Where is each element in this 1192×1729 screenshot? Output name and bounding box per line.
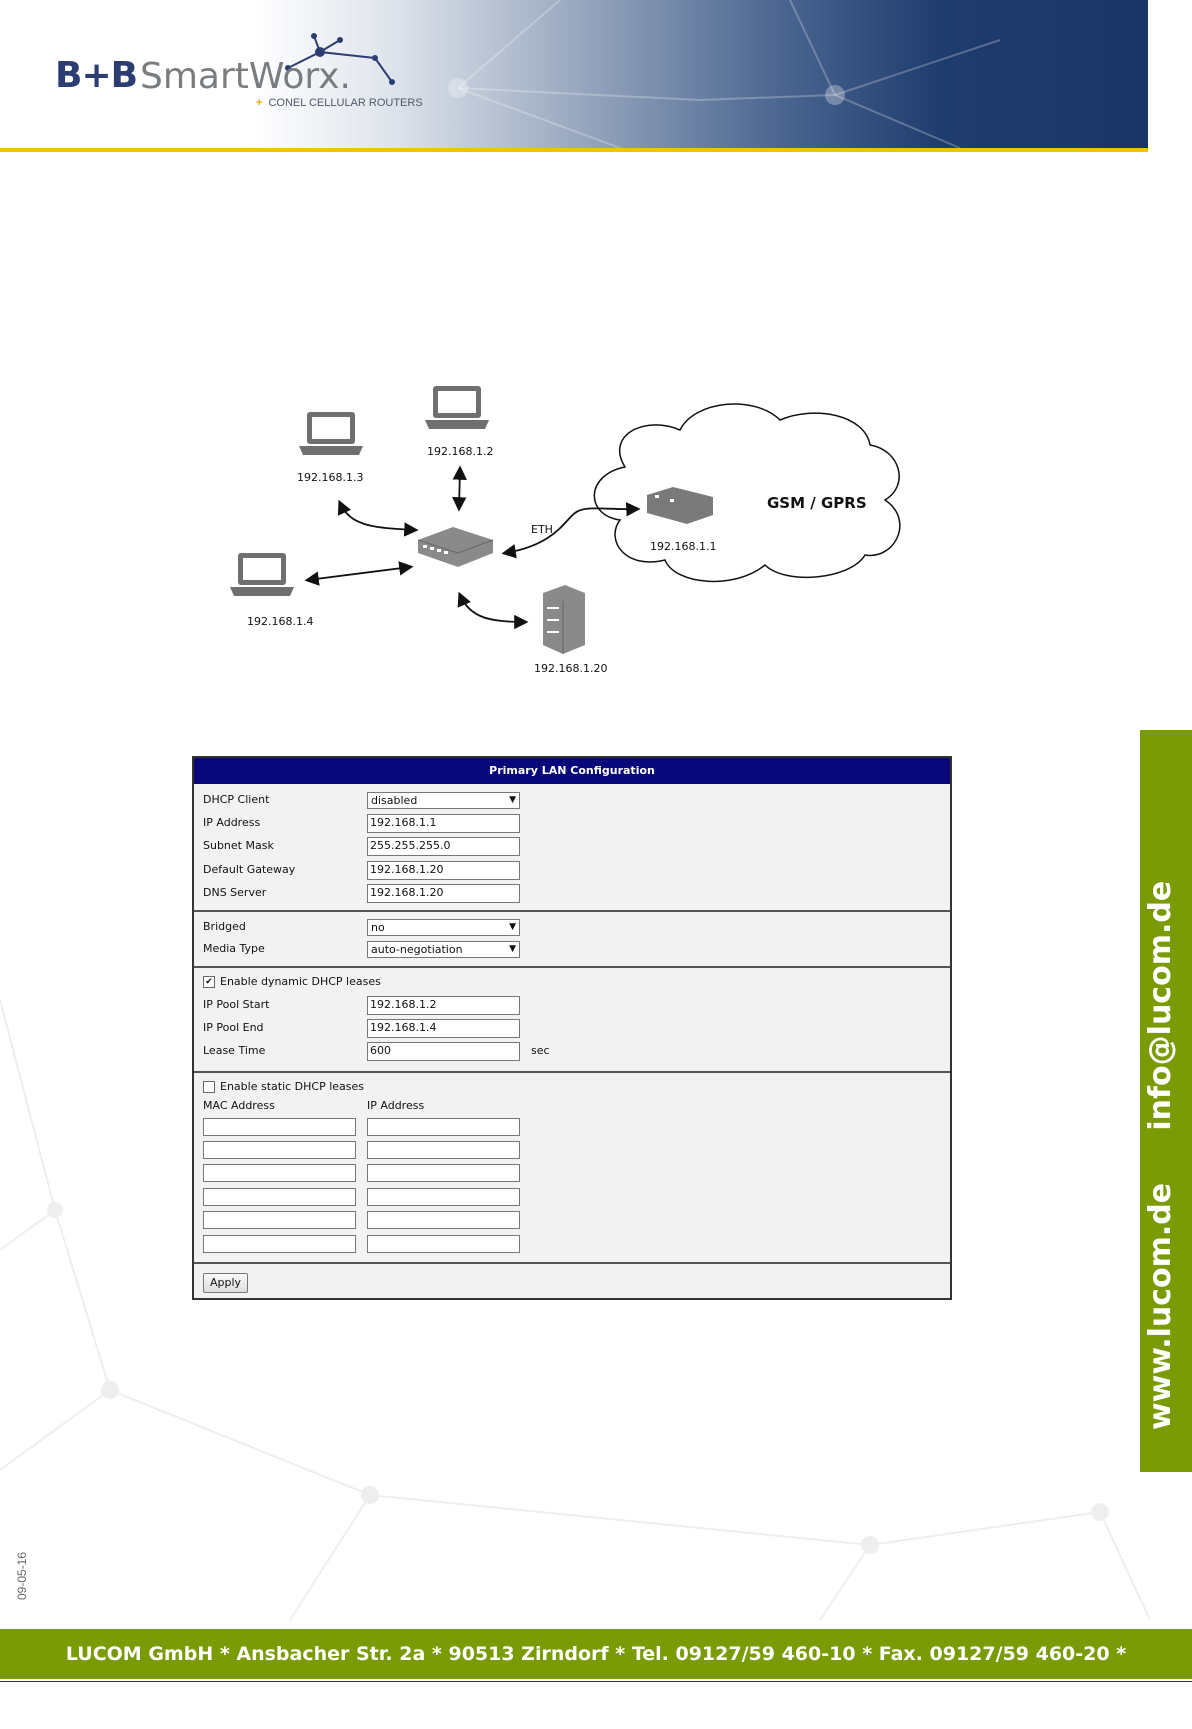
laptop-icon-2 xyxy=(425,386,489,429)
static-mac-input-2[interactable] xyxy=(203,1141,356,1159)
document-date: 09-05-16 xyxy=(15,1551,29,1600)
logo-network-icon xyxy=(285,33,395,85)
row-subnet-mask: Subnet Mask 255.255.255.0 xyxy=(203,836,943,856)
lease-time-label: Lease Time xyxy=(203,1044,266,1057)
ip-pool-end-input[interactable]: 192.168.1.4 xyxy=(367,1019,520,1038)
static-mac-input-4[interactable] xyxy=(203,1188,356,1206)
dns-server-label: DNS Server xyxy=(203,886,267,899)
media-type-value: auto-negotiation xyxy=(371,943,463,956)
ip-pool-start-input[interactable]: 192.168.1.2 xyxy=(367,996,520,1015)
network-diagram: 192.168.1.3 192.168.1.2 192.168.1.4 192.… xyxy=(225,375,905,685)
section-static-dhcp: Enable static DHCP leases MAC Address IP… xyxy=(194,1071,950,1262)
static-mac-input-3[interactable] xyxy=(203,1164,356,1182)
row-default-gateway: Default Gateway 192.168.1.20 xyxy=(203,860,943,880)
dhcp-client-select[interactable]: disabled ▼ xyxy=(367,792,520,809)
static-ip-input-1[interactable] xyxy=(367,1118,520,1136)
bridged-label: Bridged xyxy=(203,920,246,933)
server-icon xyxy=(543,585,585,654)
static-leases-header: MAC Address IP Address xyxy=(203,1096,943,1116)
header-banner: B+B SmartWorx. + CONEL CELLULAR ROUTERS xyxy=(0,0,1148,148)
row-ip-pool-start: IP Pool Start 192.168.1.2 xyxy=(203,995,943,1015)
gsm-cloud-shape xyxy=(593,403,901,583)
dns-server-input[interactable]: 192.168.1.20 xyxy=(367,884,520,903)
gsm-gprs-label: GSM / GPRS xyxy=(767,494,867,512)
host-label-1: 192.168.1.3 xyxy=(297,471,364,484)
default-gateway-input[interactable]: 192.168.1.20 xyxy=(367,861,520,880)
ip-address-input[interactable]: 192.168.1.1 xyxy=(367,814,520,833)
laptop-icon-1 xyxy=(299,412,363,455)
chevron-down-icon: ▼ xyxy=(509,795,516,805)
contact-sidebar xyxy=(1140,730,1192,1472)
default-gateway-label: Default Gateway xyxy=(203,863,296,876)
row-dns-server: DNS Server 192.168.1.20 xyxy=(203,883,943,903)
dynamic-dhcp-checkbox[interactable]: ✔ xyxy=(203,976,215,988)
row-dynamic-dhcp: ✔ Enable dynamic DHCP leases xyxy=(203,972,943,992)
header-network-graphic xyxy=(448,0,1001,148)
row-ip-address: IP Address 192.168.1.1 xyxy=(203,813,943,833)
static-mac-input-5[interactable] xyxy=(203,1211,356,1229)
laptop-icon-3 xyxy=(230,553,294,596)
logo-bb-text: B+B xyxy=(55,55,138,96)
logo-smartworx-text: SmartWorx. xyxy=(140,56,351,97)
host-label-4: 192.168.1.20 xyxy=(534,662,608,675)
host-label-2: 192.168.1.2 xyxy=(427,445,494,458)
static-dhcp-checkbox[interactable] xyxy=(203,1081,215,1093)
dhcp-client-value: disabled xyxy=(371,794,418,807)
lease-time-input[interactable]: 600 xyxy=(367,1042,520,1061)
static-ip-input-2[interactable] xyxy=(367,1141,520,1159)
subnet-mask-input[interactable]: 255.255.255.0 xyxy=(367,837,520,856)
static-ip-input-6[interactable] xyxy=(367,1235,520,1253)
subnet-mask-label: Subnet Mask xyxy=(203,839,274,852)
section-interface: Bridged no ▼ Media Type auto-negotiation ▼ xyxy=(194,910,950,966)
static-mac-input-6[interactable] xyxy=(203,1235,356,1253)
row-dhcp-client: DHCP Client disabled ▼ xyxy=(203,790,943,810)
network-switch-icon xyxy=(417,527,494,567)
logo-subtitle-text: CONEL CELLULAR ROUTERS xyxy=(268,97,423,109)
chevron-down-icon: ▼ xyxy=(509,922,516,932)
apply-button[interactable]: Apply xyxy=(203,1273,248,1293)
footer-bar: LUCOM GmbH * Ansbacher Str. 2a * 90513 Z… xyxy=(0,1629,1192,1715)
row-media-type: Media Type auto-negotiation ▼ xyxy=(203,939,943,959)
row-static-dhcp: Enable static DHCP leases xyxy=(203,1077,943,1097)
ip-address-label: IP Address xyxy=(203,816,261,829)
section-addressing: DHCP Client disabled ▼ IP Address 192.168… xyxy=(194,784,950,910)
router-label: 192.168.1.1 xyxy=(650,540,717,553)
primary-lan-configuration-form: Primary LAN Configuration DHCP Client di… xyxy=(192,756,952,1300)
form-title: Primary LAN Configuration xyxy=(194,758,950,784)
ip-pool-end-label: IP Pool End xyxy=(203,1021,264,1034)
sidebar-contact-text: www.lucom.de info@lucom.de xyxy=(1143,880,1178,1430)
background-network-decoration xyxy=(0,999,1151,1621)
bridged-select[interactable]: no ▼ xyxy=(367,919,520,936)
media-type-select[interactable]: auto-negotiation ▼ xyxy=(367,941,520,958)
header-accent-line xyxy=(0,148,1148,152)
row-lease-time: Lease Time 600 sec xyxy=(203,1041,943,1061)
dhcp-client-label: DHCP Client xyxy=(203,793,270,806)
logo-subtitle: + CONEL CELLULAR ROUTERS xyxy=(256,97,423,109)
mac-address-header: MAC Address xyxy=(203,1099,275,1112)
media-type-label: Media Type xyxy=(203,942,265,955)
bridged-value: no xyxy=(371,921,385,934)
static-ip-input-5[interactable] xyxy=(367,1211,520,1229)
lease-time-unit: sec xyxy=(531,1044,550,1057)
router-icon xyxy=(647,487,713,524)
row-ip-pool-end: IP Pool End 192.168.1.4 xyxy=(203,1018,943,1038)
logo-plus: + xyxy=(256,97,263,109)
ip-pool-start-label: IP Pool Start xyxy=(203,998,270,1011)
static-dhcp-label: Enable static DHCP leases xyxy=(220,1080,365,1093)
network-diagram-graphic xyxy=(230,386,901,654)
host-label-3: 192.168.1.4 xyxy=(247,615,314,628)
static-mac-input-1[interactable] xyxy=(203,1118,356,1136)
ip-address-header: IP Address xyxy=(367,1099,425,1112)
static-ip-input-3[interactable] xyxy=(367,1164,520,1182)
static-ip-input-4[interactable] xyxy=(367,1188,520,1206)
section-dynamic-dhcp: ✔ Enable dynamic DHCP leases IP Pool Star… xyxy=(194,966,950,1071)
dynamic-dhcp-label: Enable dynamic DHCP leases xyxy=(220,975,381,988)
row-bridged: Bridged no ▼ xyxy=(203,917,943,937)
eth-link-label: ETH xyxy=(531,523,553,536)
section-actions: Apply xyxy=(194,1262,950,1302)
chevron-down-icon: ▼ xyxy=(509,944,516,954)
footer-divider xyxy=(0,1681,1192,1682)
